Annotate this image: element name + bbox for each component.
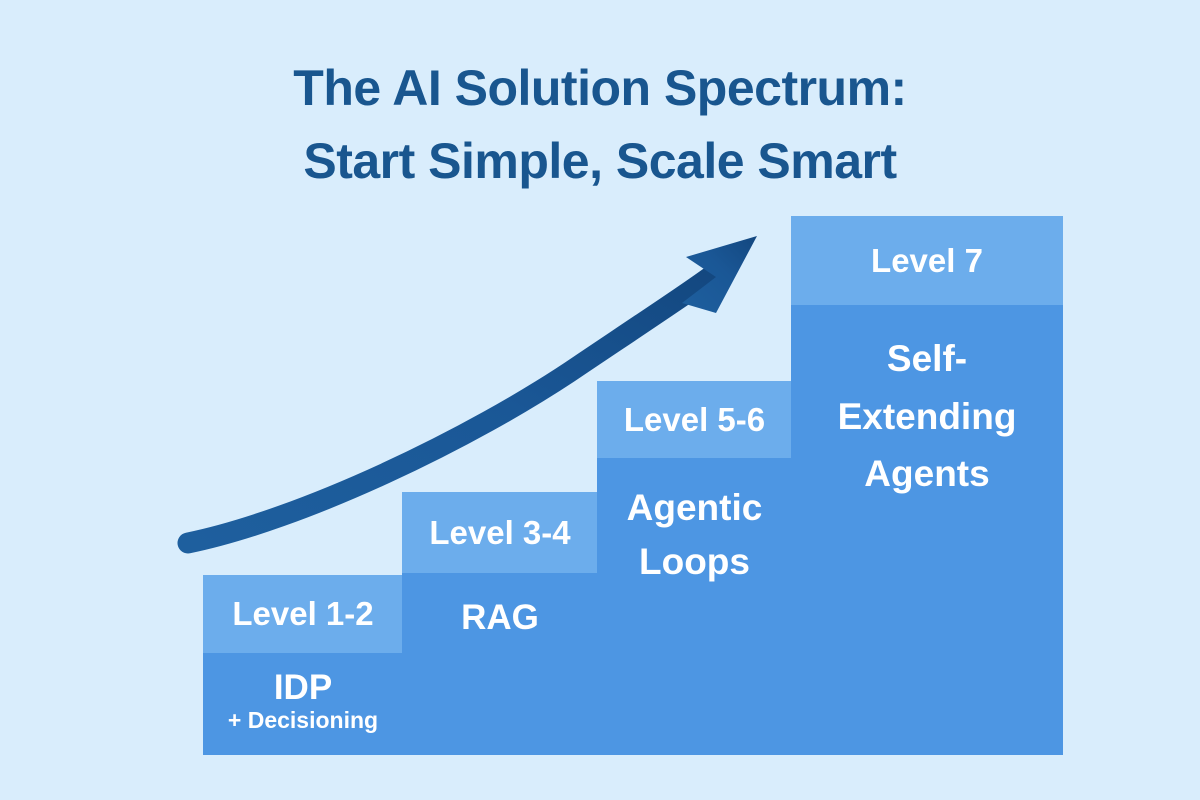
step-title-line-1: Self- (886, 338, 968, 379)
step-body: IDP + Decisioning (203, 653, 403, 755)
step-level-label: Level 5-6 (597, 381, 792, 458)
page-title-line-2: Start Simple, Scale Smart (303, 132, 897, 189)
step-title: IDP (273, 668, 333, 707)
step-level-label: Level 3-4 (402, 492, 598, 573)
step-subtitle: + Decisioning (227, 707, 379, 734)
step-title: RAG (461, 598, 539, 637)
step-level-label: Level 7 (791, 216, 1063, 305)
chart-step-level-3-4: Level 3-4 RAG (402, 492, 598, 755)
page-title: The AI Solution Spectrum: Start Simple, … (0, 52, 1200, 197)
step-title-line-2: Extending (837, 395, 1017, 437)
chart-step-level-1-2: Level 1-2 IDP + Decisioning (203, 575, 403, 755)
step-body: Agentic Loops (597, 458, 792, 755)
chart-step-level-7: Level 7 Self- Extending Agents (791, 216, 1063, 755)
step-level-label: Level 1-2 (203, 575, 403, 653)
chart-step-level-5-6: Level 5-6 Agentic Loops (597, 381, 792, 755)
step-title-line-3: Agents (864, 453, 990, 495)
page-title-line-1: The AI Solution Spectrum: (293, 60, 907, 116)
step-body: RAG (402, 573, 598, 755)
step-title-line-1: Agentic (626, 487, 763, 528)
step-title-line-2: Loops (639, 540, 750, 582)
step-body: Self- Extending Agents (791, 305, 1063, 755)
